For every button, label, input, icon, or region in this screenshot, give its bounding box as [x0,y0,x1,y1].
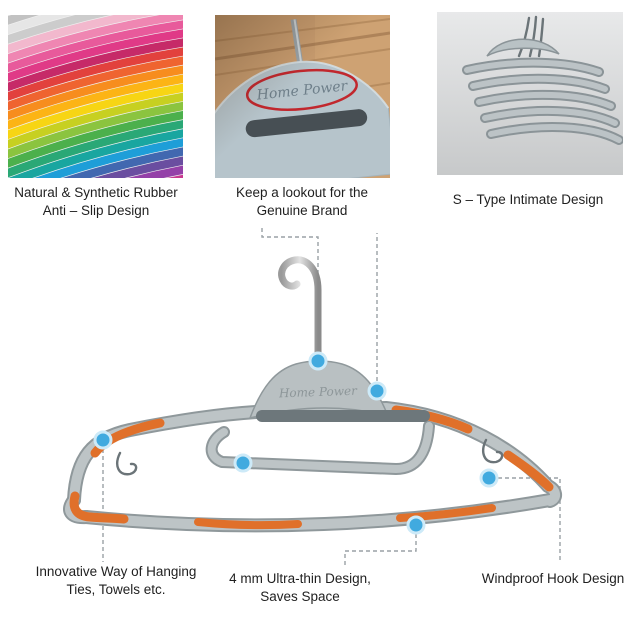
callout-dot-hook-base [308,351,328,371]
caption-line: Natural & Synthetic Rubber [14,185,178,200]
pad-bottom-right [396,504,496,522]
caption-line: S – Type Intimate Design [452,192,604,207]
hanger-diagram: Home Power [63,228,562,565]
pad-right-end [503,450,554,492]
rainbow-hangers-illustration [8,15,183,178]
callout-line: Ties, Towels etc. [66,582,166,598]
tie-slot [256,410,430,422]
callout-line: Innovative Way of Hanging [35,564,197,579]
callout-line: 4 mm Ultra-thin Design, [229,571,371,586]
photo-shadow-overlay [215,15,390,178]
callout-dot-left-shoulder [93,430,113,450]
callout-dot-right-hook [479,468,499,488]
small-hook-right-icon [482,438,504,464]
callout-line: Saves Space [260,589,340,605]
rainbow-hangers-photo [8,15,183,178]
stacked-hangers-illustration [437,12,623,175]
callout-dot-brand-area [367,381,387,401]
brand-text: Home Power [278,384,359,401]
hump-shape [248,360,390,420]
pad-bottom-left [194,518,302,530]
brand-closeup-illustration: Home Power [215,15,390,178]
dashed-connector-top-center [261,228,319,351]
callout-dot-tie-bar [233,453,253,473]
stacked-hangers-photo [437,12,623,175]
pad-left-shoulder [90,418,165,458]
brand-closeup-photo: Home Power [215,15,390,178]
small-hook-left-icon [116,451,138,476]
rainbow-stripes [8,15,183,178]
callout-line: Windproof Hook Design [481,571,625,586]
nested-hanger-bars [462,57,623,145]
caption-genuine-brand: Keep a lookout for the Genuine Brand [207,184,397,220]
top-hanger-hump [486,38,560,57]
metal-hook-icon [278,256,322,368]
pad-left-end [69,491,129,524]
hanger-hump: Home Power [248,360,430,422]
callout-label-ultra-thin: 4 mm Ultra-thin Design, Saves Space [193,570,407,606]
callout-dot-bottom-bar [406,515,426,535]
callout-label-hanging-ways: Innovative Way of Hanging Ties, Towels e… [10,563,222,599]
caption-line: Keep a lookout for the [235,185,369,200]
callout-label-windproof: Windproof Hook Design [453,570,630,588]
caption-anti-slip: Natural & Synthetic Rubber Anti – Slip D… [0,184,192,220]
caption-line: Genuine Brand [256,202,348,218]
anti-slip-pads [69,405,554,530]
dashed-connector-bottom-center [344,534,417,565]
callout-dots [93,351,499,535]
caption-s-type: S – Type Intimate Design [428,191,628,209]
caption-line: Anti – Slip Design [42,202,150,218]
hook-wires [517,15,545,58]
